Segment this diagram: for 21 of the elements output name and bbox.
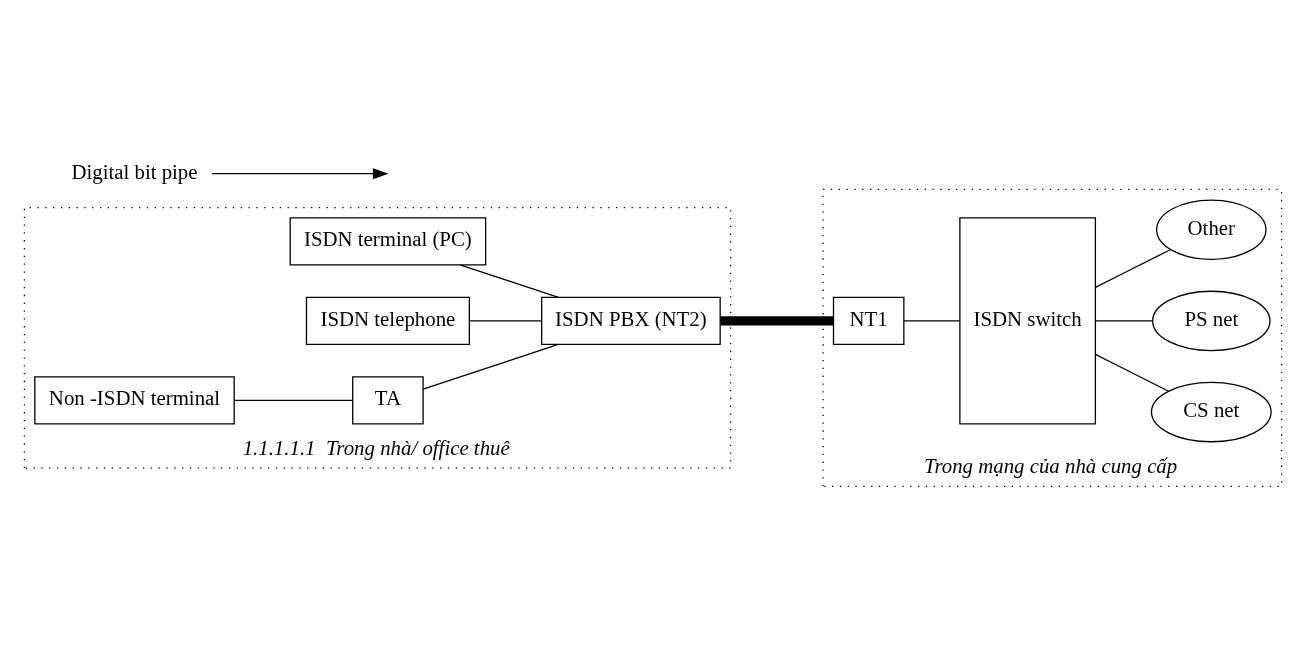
connector bbox=[1095, 248, 1172, 288]
node-ellipse: CS net bbox=[1150, 381, 1272, 443]
connector bbox=[468, 320, 543, 322]
node-box: NT1 bbox=[832, 296, 905, 345]
node-box: Non -ISDN terminal bbox=[34, 376, 235, 425]
connector bbox=[233, 399, 353, 401]
arrow bbox=[211, 168, 389, 180]
connector bbox=[422, 343, 559, 390]
node-box: ISDN PBX (NT2) bbox=[541, 296, 721, 345]
node-box: TA bbox=[352, 376, 424, 425]
node-text: Digital bit pipe bbox=[71, 159, 198, 184]
node-ellipse: PS net bbox=[1152, 290, 1271, 352]
connector bbox=[1095, 320, 1153, 322]
connector bbox=[720, 316, 834, 326]
connector bbox=[903, 320, 961, 322]
node-box: ISDN terminal (PC) bbox=[289, 217, 487, 266]
connector bbox=[1095, 353, 1170, 392]
connector bbox=[460, 264, 560, 298]
node-box: ISDN switch bbox=[959, 217, 1097, 425]
node-ellipse: Other bbox=[1156, 199, 1267, 260]
node-box: ISDN telephone bbox=[305, 296, 470, 345]
